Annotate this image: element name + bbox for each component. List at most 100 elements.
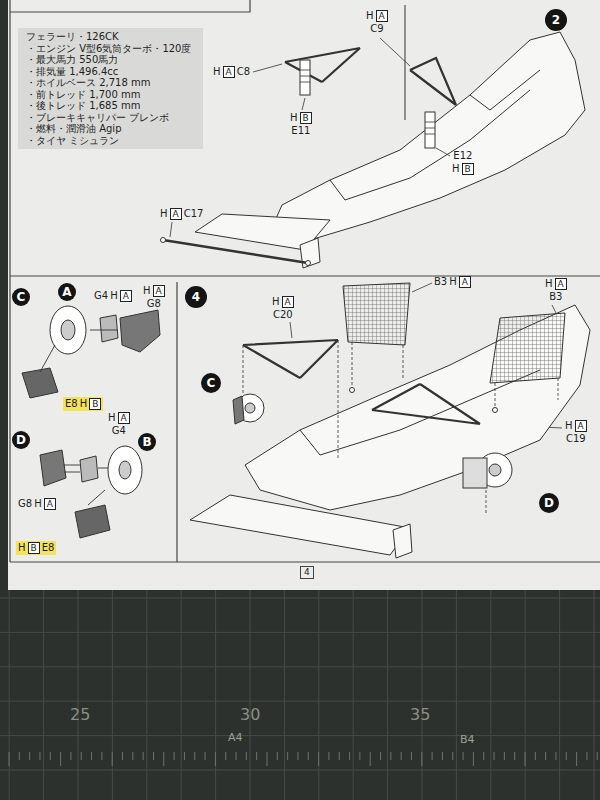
sprue-prefix: H — [160, 208, 168, 220]
step4-chassis — [393, 524, 412, 558]
callout-row: HA — [272, 296, 294, 308]
paper-sheet — [8, 0, 600, 590]
cutting-mat-grid — [390, 752, 391, 760]
part-callout: HAC8 — [213, 66, 250, 78]
cutting-mat-grid — [60, 752, 61, 766]
sprue-prefix: H — [565, 420, 573, 432]
panel-frame — [10, 0, 250, 12]
callout-row: G4 — [112, 425, 126, 437]
cutting-mat-grid — [432, 752, 433, 760]
cutting-mat-grid — [205, 752, 206, 760]
letter-box: A — [282, 296, 294, 308]
part-callout: HAB3 — [545, 278, 567, 303]
mat-scale-number: A4 — [228, 731, 243, 744]
step2-parts — [161, 238, 166, 243]
callout-row: HA — [565, 420, 587, 432]
letter-box: A — [44, 498, 56, 510]
step2-chassis — [270, 32, 585, 240]
spec-box: フェラーリ・126CK・エンジン V型6気筒ターボ・120度・最大馬力 550馬… — [18, 28, 203, 149]
cutting-mat-grid — [184, 752, 185, 760]
cutting-mat-grid — [576, 752, 577, 766]
cutting-mat-grid — [308, 752, 309, 760]
step-circle: C — [12, 288, 30, 306]
step2-parts — [163, 240, 308, 263]
cutting-mat-grid — [284, 590, 285, 800]
callout-row: C9 — [370, 23, 383, 35]
cutting-mat-grid — [163, 752, 164, 766]
step2-chassis — [470, 70, 540, 110]
assembly-arrow — [40, 330, 118, 505]
cutting-mat-grid — [78, 590, 79, 800]
hub-assembly — [80, 456, 98, 482]
callout-row: G8HA — [18, 498, 56, 510]
sprue-prefix: H — [545, 278, 553, 290]
node-text: A — [47, 499, 53, 509]
step4-parts — [463, 458, 487, 488]
callout-row: HA — [545, 278, 567, 290]
step4-parts — [245, 403, 255, 413]
cutting-mat-grid — [387, 590, 388, 800]
part-callout: HAC19 — [565, 420, 587, 445]
callout-row: E8HB — [65, 398, 101, 410]
cutting-mat-grid — [236, 752, 237, 760]
step-circle: C — [201, 373, 221, 393]
callout-row: B3 — [549, 291, 562, 303]
cutting-mat-grid — [490, 590, 491, 800]
sprue-prefix: H — [18, 542, 26, 554]
cutting-mat-grid — [0, 666, 600, 667]
step2-chassis — [330, 90, 530, 200]
cutting-mat-grid — [277, 752, 278, 760]
cutting-mat-grid — [359, 752, 360, 760]
leader-line — [380, 38, 410, 66]
spec-line: ・排気量 1,496.4cc — [26, 66, 195, 78]
hub-assembly — [75, 505, 110, 538]
mat-scale-number: B4 — [460, 733, 475, 746]
spec-line: ・燃料・潤滑油 Agip — [26, 123, 195, 135]
cutting-mat-grid — [297, 752, 298, 760]
step2-chassis — [300, 238, 320, 268]
cutting-mat-grid — [0, 598, 600, 599]
assembly-arrow — [98, 468, 108, 469]
step4-chassis — [245, 305, 590, 510]
sprue-prefix: H — [80, 398, 88, 410]
cutting-mat-grid — [422, 590, 423, 800]
step-circle: B — [138, 433, 156, 451]
step4-chassis — [190, 495, 410, 555]
leader-line — [170, 222, 172, 237]
node-text: D — [544, 496, 554, 510]
node-text: B — [142, 435, 151, 449]
mat-scale-number: 35 — [410, 706, 430, 724]
radiator — [343, 283, 410, 345]
cutting-mat-grid — [328, 752, 329, 760]
part-number: E8 — [42, 542, 55, 554]
node-text: A — [285, 297, 291, 307]
step4-parts — [350, 388, 355, 393]
cutting-mat-grid — [39, 752, 40, 760]
callout-row: HA — [143, 285, 165, 297]
leader-line — [253, 64, 282, 72]
cutting-mat-grid — [250, 590, 251, 800]
part-number: G8 — [147, 298, 161, 310]
cutting-mat-grid — [29, 752, 30, 760]
fit-guide — [495, 383, 496, 408]
part-callout: E12HB — [452, 150, 474, 175]
part-number: C19 — [566, 433, 586, 445]
part-callout: HAG8 — [143, 285, 165, 310]
step4-parts — [233, 396, 244, 424]
cutting-mat-grid — [0, 735, 600, 736]
node-text: A — [558, 279, 564, 289]
node-text: B — [92, 399, 98, 409]
cutting-mat-grid — [246, 752, 247, 760]
cutting-mat-grid — [442, 752, 443, 760]
part-callout: HBE11 — [290, 112, 312, 137]
hub-assembly — [50, 306, 86, 354]
leader-line — [436, 148, 450, 156]
cutting-mat-grid — [545, 752, 546, 760]
part-callout: HAC17 — [160, 208, 203, 220]
sprue-prefix: H — [272, 296, 280, 308]
callout-row: E12 — [453, 150, 472, 162]
part-number: G4 — [94, 290, 108, 302]
hub-assembly — [108, 446, 142, 494]
callout-row: HAC17 — [160, 208, 203, 220]
